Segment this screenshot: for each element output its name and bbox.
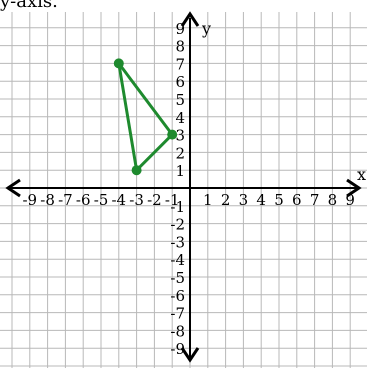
- caption-text: y-axis.: [0, 0, 58, 12]
- y-axis-label: y: [201, 19, 211, 38]
- y-tick-label: -7: [170, 305, 185, 323]
- vertex-point: [131, 165, 142, 176]
- y-tick-label: -1: [170, 198, 185, 216]
- y-axis-up-arrow: [180, 11, 200, 27]
- x-axis-left-arrow: [5, 178, 21, 198]
- x-tick-label: -2: [147, 191, 162, 209]
- x-tick-label: 2: [221, 191, 231, 209]
- x-tick-label: -4: [111, 191, 126, 209]
- y-axis-down-arrow: [180, 347, 200, 363]
- x-tick-label: -6: [76, 191, 91, 209]
- x-tick-label: 4: [256, 191, 266, 209]
- x-tick-label: 6: [292, 191, 302, 209]
- y-tick-label: 9: [175, 20, 185, 38]
- x-tick-label: 1: [203, 191, 213, 209]
- triangle-outline: [117, 61, 174, 172]
- x-tick-label: 9: [345, 191, 355, 209]
- x-axis-right-arrow: [346, 178, 362, 198]
- y-tick-label: 4: [175, 109, 185, 127]
- y-tick-label: 7: [175, 55, 185, 73]
- y-tick-label: 6: [175, 73, 185, 91]
- y-tick-label: -2: [170, 216, 185, 234]
- y-tick-label: -3: [170, 233, 185, 251]
- y-tick-label: -4: [170, 251, 185, 269]
- vertex-point: [167, 129, 178, 140]
- x-tick-label: -1: [165, 191, 180, 209]
- y-tick-label: 5: [175, 91, 185, 109]
- y-tick-label: -9: [170, 340, 185, 358]
- x-tick-label: 3: [239, 191, 249, 209]
- x-tick-label: -7: [58, 191, 73, 209]
- vertex-point: [113, 58, 124, 69]
- x-tick-label: -5: [94, 191, 109, 209]
- y-tick-label: 8: [175, 38, 185, 56]
- x-axis-label: x: [357, 165, 366, 184]
- x-tick-label: -3: [129, 191, 144, 209]
- y-tick-label: -5: [170, 269, 185, 287]
- x-tick-label: 8: [328, 191, 338, 209]
- x-tick-label: 7: [310, 191, 320, 209]
- x-tick-label: -9: [22, 191, 37, 209]
- x-tick-label: -8: [40, 191, 55, 209]
- y-tick-label: 3: [175, 127, 185, 145]
- y-tick-label: -6: [170, 287, 185, 305]
- y-tick-label: -8: [170, 322, 185, 340]
- y-tick-label: 1: [175, 162, 185, 180]
- axes: [5, 11, 362, 363]
- x-tick-label: 5: [274, 191, 284, 209]
- triangle-figure: [113, 58, 178, 176]
- y-tick-label: 2: [175, 144, 185, 162]
